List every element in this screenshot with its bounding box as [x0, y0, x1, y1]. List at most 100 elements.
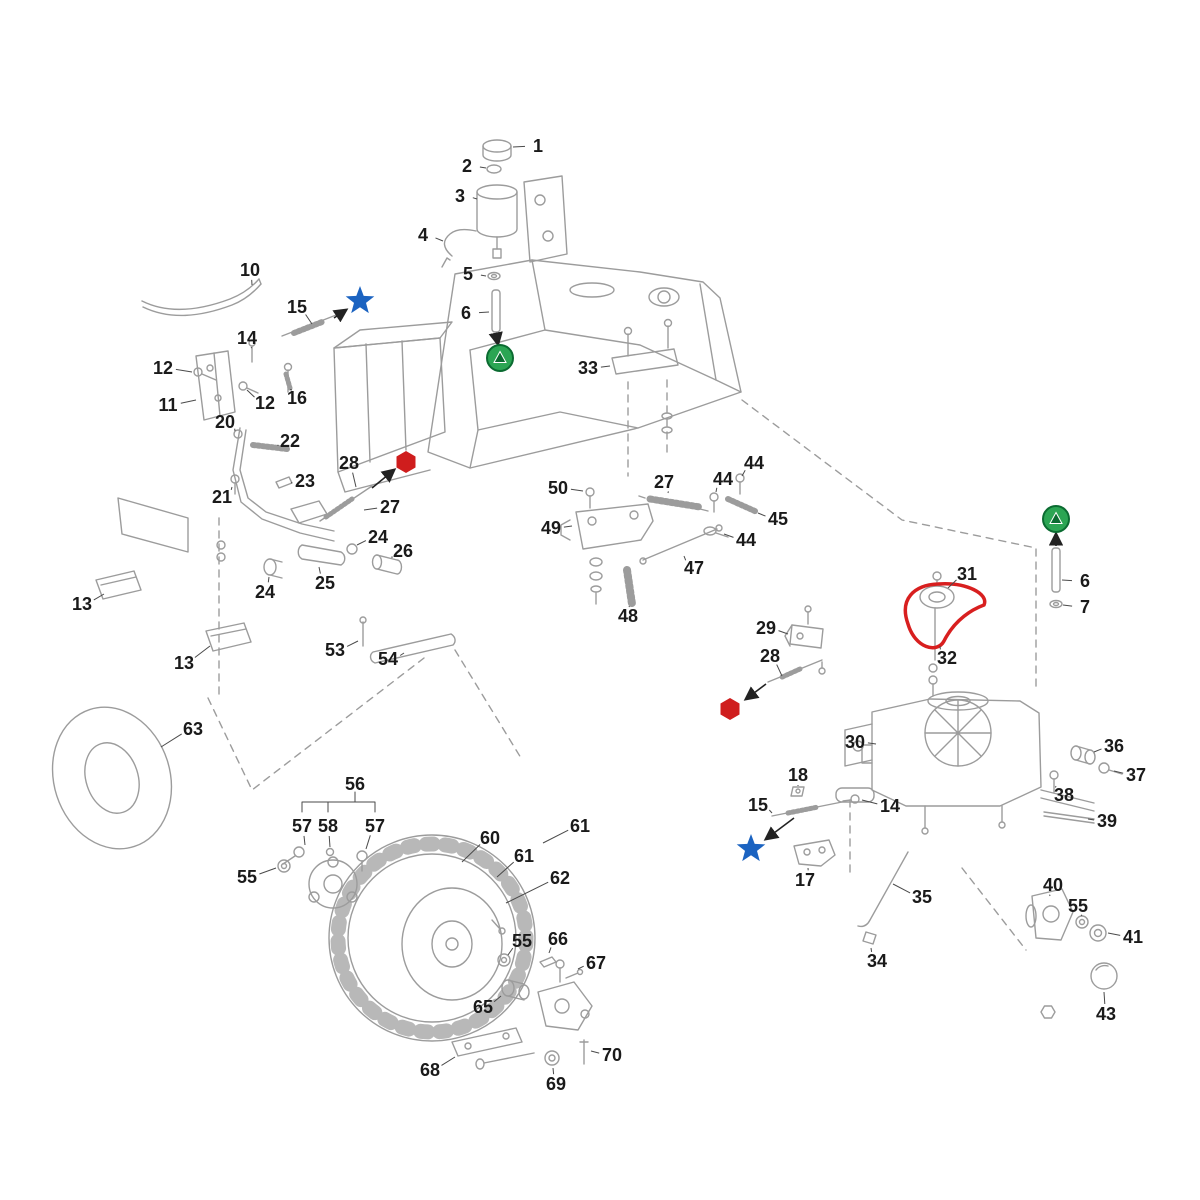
- leader-line: [590, 1050, 600, 1054]
- part-number-label: 49: [541, 518, 561, 538]
- inner-tube: [51, 706, 173, 850]
- part-number-label: 14: [880, 796, 900, 816]
- leader-line: [577, 965, 584, 970]
- leader-line: [505, 881, 549, 904]
- part-number-label: 31: [957, 564, 977, 584]
- part-number-label: 55: [1068, 896, 1088, 916]
- leader-line: [175, 368, 193, 373]
- part-number-label: 27: [654, 472, 674, 492]
- leader-line: [947, 579, 957, 589]
- leader-line: [861, 799, 878, 805]
- leader-line: [768, 809, 773, 814]
- part-number-label: 15: [748, 795, 768, 815]
- leader-line: [1087, 818, 1095, 821]
- part-number-label: 10: [240, 260, 260, 280]
- part-number-label: 60: [480, 828, 500, 848]
- leader-line: [356, 540, 367, 546]
- drive-belt-highlight: [903, 582, 987, 650]
- part-number-label: 17: [795, 870, 815, 890]
- part-number-label: 2: [462, 156, 472, 176]
- part-number-label: 56: [345, 774, 365, 794]
- part-number-label: 55: [237, 867, 257, 887]
- part-number-label: 62: [550, 868, 570, 888]
- leader-line: [230, 486, 233, 491]
- leader-line: [328, 835, 331, 848]
- leader-line: [1107, 932, 1121, 936]
- leader-line: [741, 470, 746, 477]
- part-number-label: 15: [287, 297, 307, 317]
- part-number-label: 40: [1043, 875, 1063, 895]
- leader-line: [512, 145, 526, 148]
- leader-line: [480, 274, 487, 277]
- red-hexagon-marker: [720, 698, 740, 720]
- leader-line: [479, 166, 487, 169]
- markers-layer: [345, 286, 1070, 862]
- blue-star-marker: [736, 834, 766, 862]
- leader-line: [435, 237, 444, 242]
- part-number-label: 6: [1080, 571, 1090, 591]
- part-number-label: 14: [237, 328, 257, 348]
- part-number-label: 25: [315, 573, 335, 593]
- leader-line: [290, 481, 293, 484]
- leader-line: [399, 652, 405, 656]
- lift-lever-assembly: [141, 278, 345, 421]
- leader-line: [496, 861, 515, 878]
- pointer-arrows: [332, 308, 1064, 841]
- brake-rod: [857, 851, 909, 945]
- part-number-label: 69: [546, 1074, 566, 1094]
- part-number-label: 36: [1104, 736, 1124, 756]
- leader-line: [289, 389, 293, 391]
- wheel-tire-assembly: [328, 834, 536, 1042]
- leader-line: [600, 365, 611, 368]
- fittings: [1043, 745, 1123, 824]
- leader-line: [1061, 579, 1073, 582]
- part-number-label: 61: [570, 816, 590, 836]
- label-bracket-56: [301, 791, 376, 813]
- part-number-label: 30: [845, 732, 865, 752]
- part-number-label: 54: [378, 649, 398, 669]
- leader-line: [548, 947, 552, 954]
- part-number-label: 6: [461, 303, 471, 323]
- part-number-label: 26: [393, 541, 413, 561]
- leader-lines-layer: [93, 145, 1124, 1075]
- lift-link-rod-right: [1049, 547, 1063, 609]
- part-number-label: 45: [768, 509, 788, 529]
- leader-line: [259, 867, 277, 875]
- leader-line: [1054, 785, 1057, 788]
- leader-line: [552, 1067, 555, 1075]
- part-number-label: 44: [744, 453, 764, 473]
- leader-line: [867, 742, 877, 745]
- part-number-label: 57: [292, 816, 312, 836]
- part-number-label: 12: [153, 358, 173, 378]
- part-number-label: 1: [533, 136, 543, 156]
- leader-line: [1093, 748, 1102, 753]
- part-number-label: 13: [174, 653, 194, 673]
- axle-bracket-assembly: [451, 953, 593, 1070]
- leader-line: [892, 883, 911, 894]
- leader-line: [318, 566, 321, 574]
- leader-line: [563, 525, 573, 528]
- part-number-label: 70: [602, 1045, 622, 1065]
- part-number-label: 68: [420, 1060, 440, 1080]
- part-number-label: 21: [212, 487, 232, 507]
- part-number-label: 7: [1080, 597, 1090, 617]
- leader-line: [507, 947, 514, 956]
- part-number-label: 18: [788, 765, 808, 785]
- part-number-label: 32: [937, 648, 957, 668]
- construction-lines: [207, 379, 1037, 951]
- leader-line: [160, 733, 182, 748]
- leader-line: [1113, 770, 1124, 774]
- small-hardware-on-dashed: [216, 412, 673, 562]
- part-number-label: 23: [295, 471, 315, 491]
- leader-line: [715, 487, 718, 493]
- leader-line: [683, 555, 687, 561]
- leader-line: [180, 399, 197, 404]
- wheel-hub-left: [277, 846, 368, 909]
- part-number-label: 55: [512, 931, 532, 951]
- chassis-frame: [333, 175, 742, 493]
- leader-line: [778, 630, 789, 635]
- leader-line: [93, 593, 105, 601]
- part-number-label: 35: [912, 887, 932, 907]
